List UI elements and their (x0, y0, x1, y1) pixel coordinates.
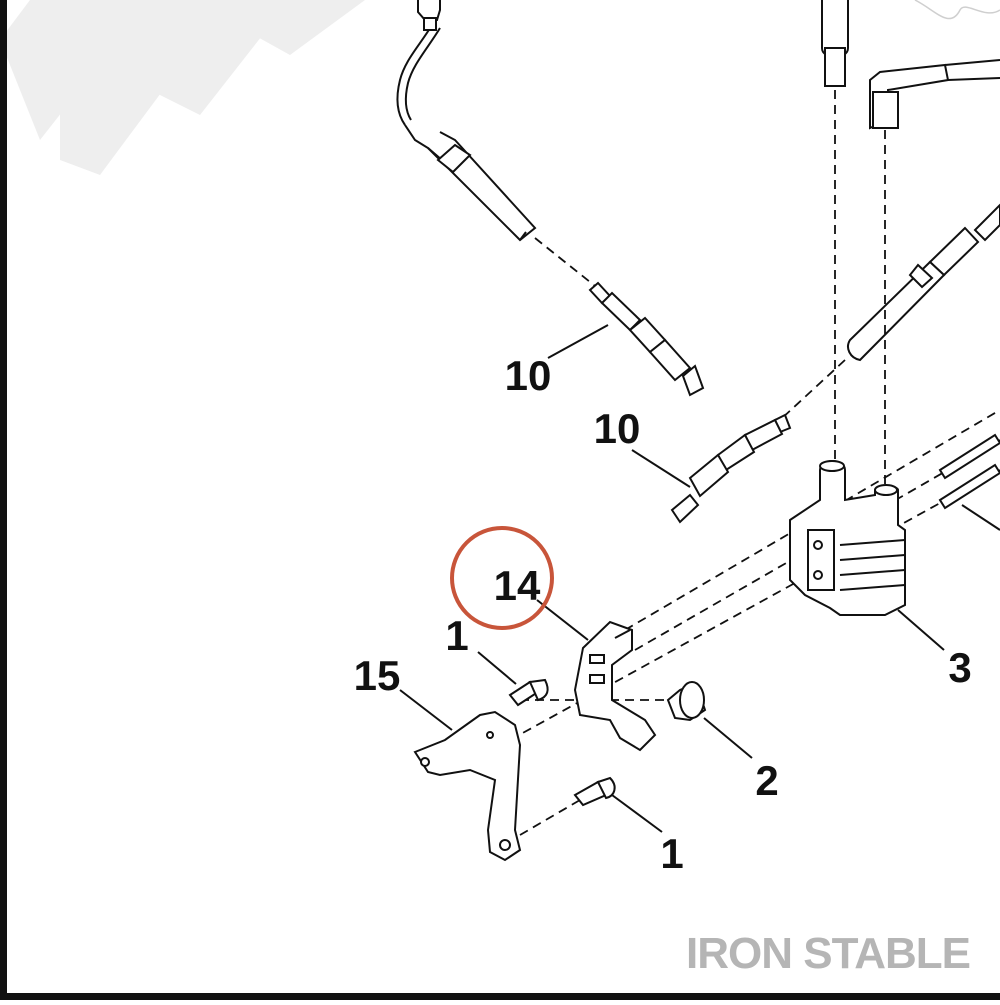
callout-10-lower: 10 (594, 405, 641, 452)
coil-lead-boots (821, 0, 1000, 130)
grommet (666, 681, 707, 722)
leader-lines (399, 324, 1000, 833)
callout-14: 14 (494, 562, 541, 609)
callout-15: 15 (354, 652, 401, 699)
spark-plug-wire-upper (396, 24, 537, 242)
callout-1-upper: 1 (445, 612, 468, 659)
screw-upper (508, 678, 549, 707)
wire-clip (417, 0, 441, 31)
screw-lower (573, 776, 616, 807)
background-stripes (0, 0, 365, 175)
watermark-text: IRON STABLE (686, 929, 970, 978)
coil-bolts (938, 433, 1000, 510)
highlight-circle (450, 526, 554, 630)
bracket (573, 620, 657, 752)
callout-2: 2 (755, 757, 778, 804)
spark-plug-wire-right (847, 203, 1000, 362)
callout-1-lower: 1 (660, 830, 683, 877)
ignition-coil (789, 460, 906, 616)
spark-plug-lower (670, 413, 792, 524)
background-sketch (914, 0, 1000, 20)
callout-10-upper: 10 (505, 352, 552, 399)
callout-labels: 10 10 14 1 15 2 1 3 (354, 352, 972, 877)
callout-3: 3 (948, 644, 971, 691)
spark-plug-upper (588, 281, 705, 397)
mount-plate (413, 710, 522, 862)
assembly-lines (509, 90, 1000, 836)
